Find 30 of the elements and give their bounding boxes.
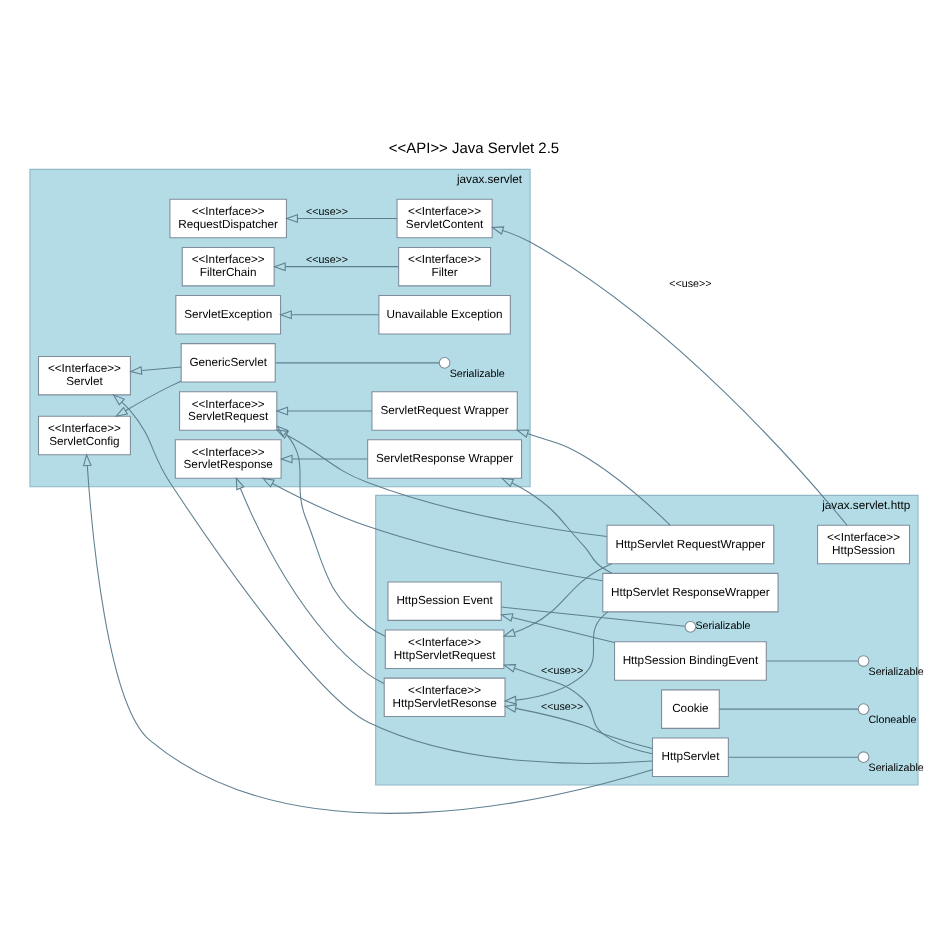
arrow	[500, 476, 613, 573]
node-circle	[857, 654, 870, 666]
arrow	[272, 261, 400, 271]
arrow	[515, 428, 671, 525]
arrow	[129, 365, 182, 375]
arrow	[500, 612, 615, 643]
arrow	[276, 424, 386, 636]
arrow	[502, 663, 653, 754]
arrow	[285, 213, 398, 223]
connector	[275, 361, 440, 363]
connector	[718, 707, 859, 709]
node-circle	[857, 750, 870, 763]
arrow	[502, 562, 613, 636]
arrow	[490, 225, 848, 525]
arrow	[235, 475, 385, 683]
arrow	[503, 610, 609, 704]
arrow	[261, 476, 603, 581]
connector	[766, 659, 859, 661]
node-circle	[684, 619, 697, 632]
arrow	[503, 703, 653, 748]
arrow	[114, 379, 182, 417]
node-circle	[438, 355, 451, 368]
arrow	[279, 309, 380, 319]
arrow	[279, 453, 368, 463]
arrow	[82, 452, 653, 813]
connector	[500, 605, 686, 626]
connector	[728, 755, 859, 757]
arrow	[275, 428, 608, 537]
node-circle	[857, 702, 870, 714]
arrow	[275, 405, 373, 415]
